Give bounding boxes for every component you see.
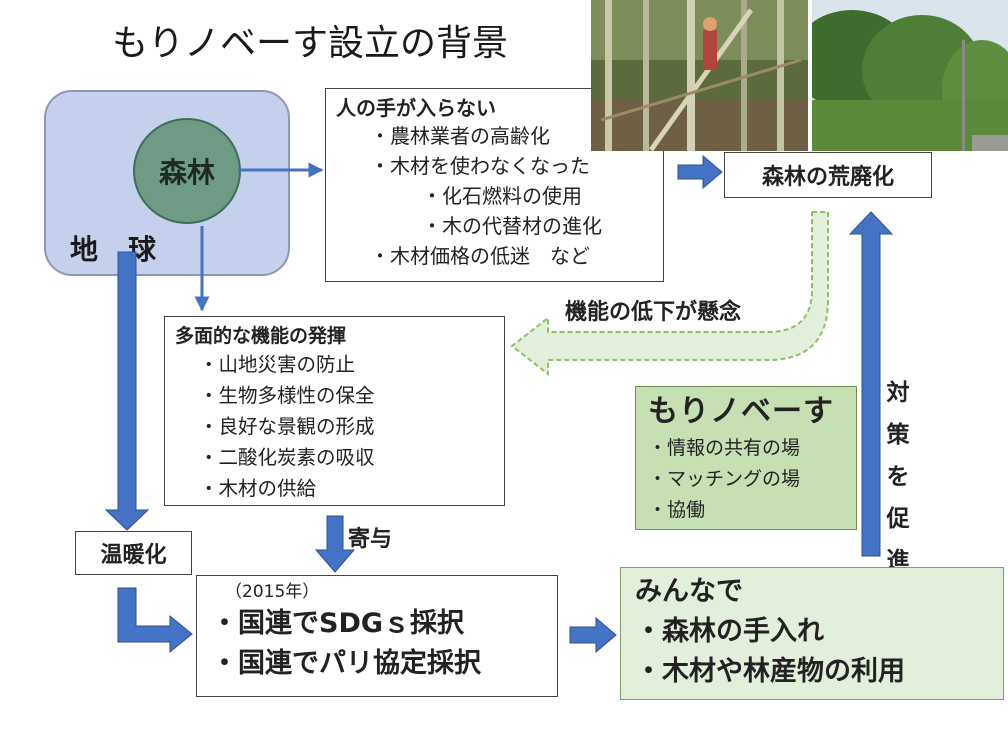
overgrown-forest-photo [812, 0, 1008, 151]
forest-circle: 森林 [133, 118, 241, 224]
function-item: ・生物多様性の保全 [199, 384, 375, 407]
promote-char: 対 [886, 380, 910, 406]
un-item: ・国連でパリ協定採択 [211, 648, 481, 679]
everyone-box: みんなで ・森林の手入れ ・木材や林産物の利用 [620, 567, 1004, 700]
morinovesu-item: ・協働 [648, 499, 706, 521]
everyone-item: ・木材や林産物の利用 [635, 656, 905, 687]
reasons-to-desolation-arrow [677, 154, 723, 190]
promote-char: 促 [886, 506, 910, 532]
reason-subitem: ・木の代替材の進化 [422, 214, 602, 238]
reason-item: ・木材価格の低迷 など [370, 244, 590, 268]
reasons-heading: 人の手が入らない [336, 96, 496, 120]
un-box: （2015年） ・国連でSDGｓ採択 ・国連でパリ協定採択 [196, 575, 558, 697]
reason-item: ・農林業者の高齢化 [370, 124, 550, 148]
functions-box: 多面的な機能の発揮 ・山地災害の防止 ・生物多様性の保全 ・良好な景観の形成 ・… [164, 316, 505, 506]
everyone-heading: みんなで [635, 576, 743, 607]
function-item: ・二酸化炭素の吸収 [199, 446, 375, 469]
earth-label: 地球 [70, 233, 187, 266]
functions-heading: 多面的な機能の発揮 [175, 325, 347, 347]
morinovesu-heading: もりノベーす [648, 394, 834, 429]
morinovesu-box: もりノベーす ・情報の共有の場 ・マッチングの場 ・協働 [635, 386, 857, 530]
everyone-item: ・森林の手入れ [635, 616, 824, 647]
morinovesu-item: ・情報の共有の場 [648, 437, 801, 459]
warming-box: 温暖化 [75, 531, 192, 575]
reasons-box: 人の手が入らない ・農林業者の高齢化 ・木材を使わなくなった ・化石燃料の使用 … [325, 88, 664, 282]
contribution-label: 寄与 [348, 527, 393, 552]
un-item: ・国連でSDGｓ採択 [211, 608, 465, 639]
un-year: （2015年） [225, 582, 320, 602]
decline-label: 機能の低下が懸念 [565, 300, 742, 325]
un-to-everyone-arrow [569, 616, 617, 654]
page-title: もりノベーす設立の背景 [112, 23, 509, 64]
decline-arrow [510, 211, 829, 377]
desolation-box: 森林の荒廃化 [724, 152, 932, 198]
promote-arrow [848, 211, 894, 557]
bamboo-forest-photo [591, 0, 808, 151]
promote-char: 策 [886, 422, 910, 448]
reason-item: ・木材を使わなくなった [370, 154, 590, 178]
reason-subitem: ・化石燃料の使用 [422, 184, 582, 208]
function-item: ・木材の供給 [199, 477, 317, 500]
promote-char: を [886, 464, 910, 490]
function-item: ・山地災害の防止 [199, 353, 356, 376]
promote-label: 対 策 を 促 進 [882, 372, 914, 582]
warming-to-un-arrow [117, 587, 193, 654]
contribution-arrow [314, 515, 356, 573]
function-item: ・良好な景観の形成 [199, 415, 375, 438]
earth-to-warming-arrow [104, 251, 150, 531]
morinovesu-item: ・マッチングの場 [648, 468, 801, 490]
